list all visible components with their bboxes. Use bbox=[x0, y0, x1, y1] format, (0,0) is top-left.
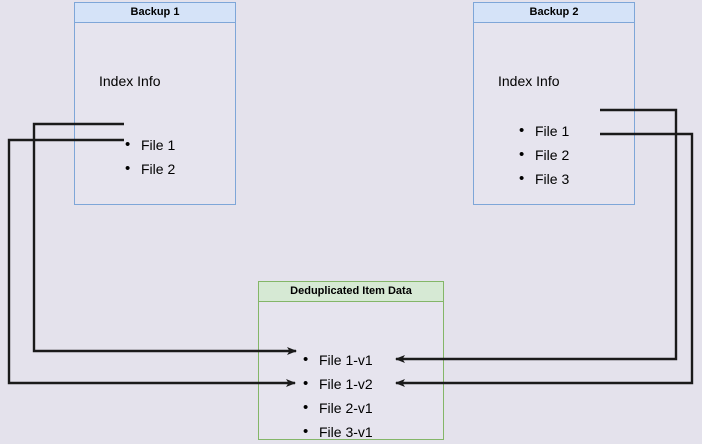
node-backup-1[interactable]: Backup 1 Index Info File 1 File 2 bbox=[74, 2, 236, 205]
node-backup-2-file-list: File 1 File 2 File 3 bbox=[519, 119, 569, 191]
node-backup-1-caption: Index Info bbox=[99, 73, 161, 89]
node-backup-2-caption: Index Info bbox=[498, 73, 560, 89]
node-backup-2-header: Backup 2 bbox=[474, 3, 634, 23]
node-backup-1-file-list: File 1 File 2 bbox=[125, 133, 175, 181]
list-item: File 1 bbox=[125, 133, 175, 157]
node-backup-2-body: Index Info File 1 File 2 File 3 bbox=[474, 23, 634, 204]
list-item: File 3 bbox=[519, 167, 569, 191]
list-item: File 1-v1 bbox=[303, 348, 373, 372]
list-item: File 3-v1 bbox=[303, 420, 373, 444]
list-item: File 2-v1 bbox=[303, 396, 373, 420]
node-deduplicated-item-data-file-list: File 1-v1 File 1-v2 File 2-v1 File 3-v1 bbox=[303, 348, 373, 444]
node-backup-1-header: Backup 1 bbox=[75, 3, 235, 23]
node-backup-1-body: Index Info File 1 File 2 bbox=[75, 23, 235, 204]
list-item: File 1-v2 bbox=[303, 372, 373, 396]
list-item: File 2 bbox=[125, 157, 175, 181]
node-deduplicated-item-data-header: Deduplicated Item Data bbox=[259, 282, 443, 302]
list-item: File 1 bbox=[519, 119, 569, 143]
node-deduplicated-item-data-body: File 1-v1 File 1-v2 File 2-v1 File 3-v1 bbox=[259, 302, 443, 444]
node-deduplicated-item-data[interactable]: Deduplicated Item Data File 1-v1 File 1-… bbox=[258, 281, 444, 444]
node-backup-2[interactable]: Backup 2 Index Info File 1 File 2 File 3 bbox=[473, 2, 635, 205]
list-item: File 2 bbox=[519, 143, 569, 167]
